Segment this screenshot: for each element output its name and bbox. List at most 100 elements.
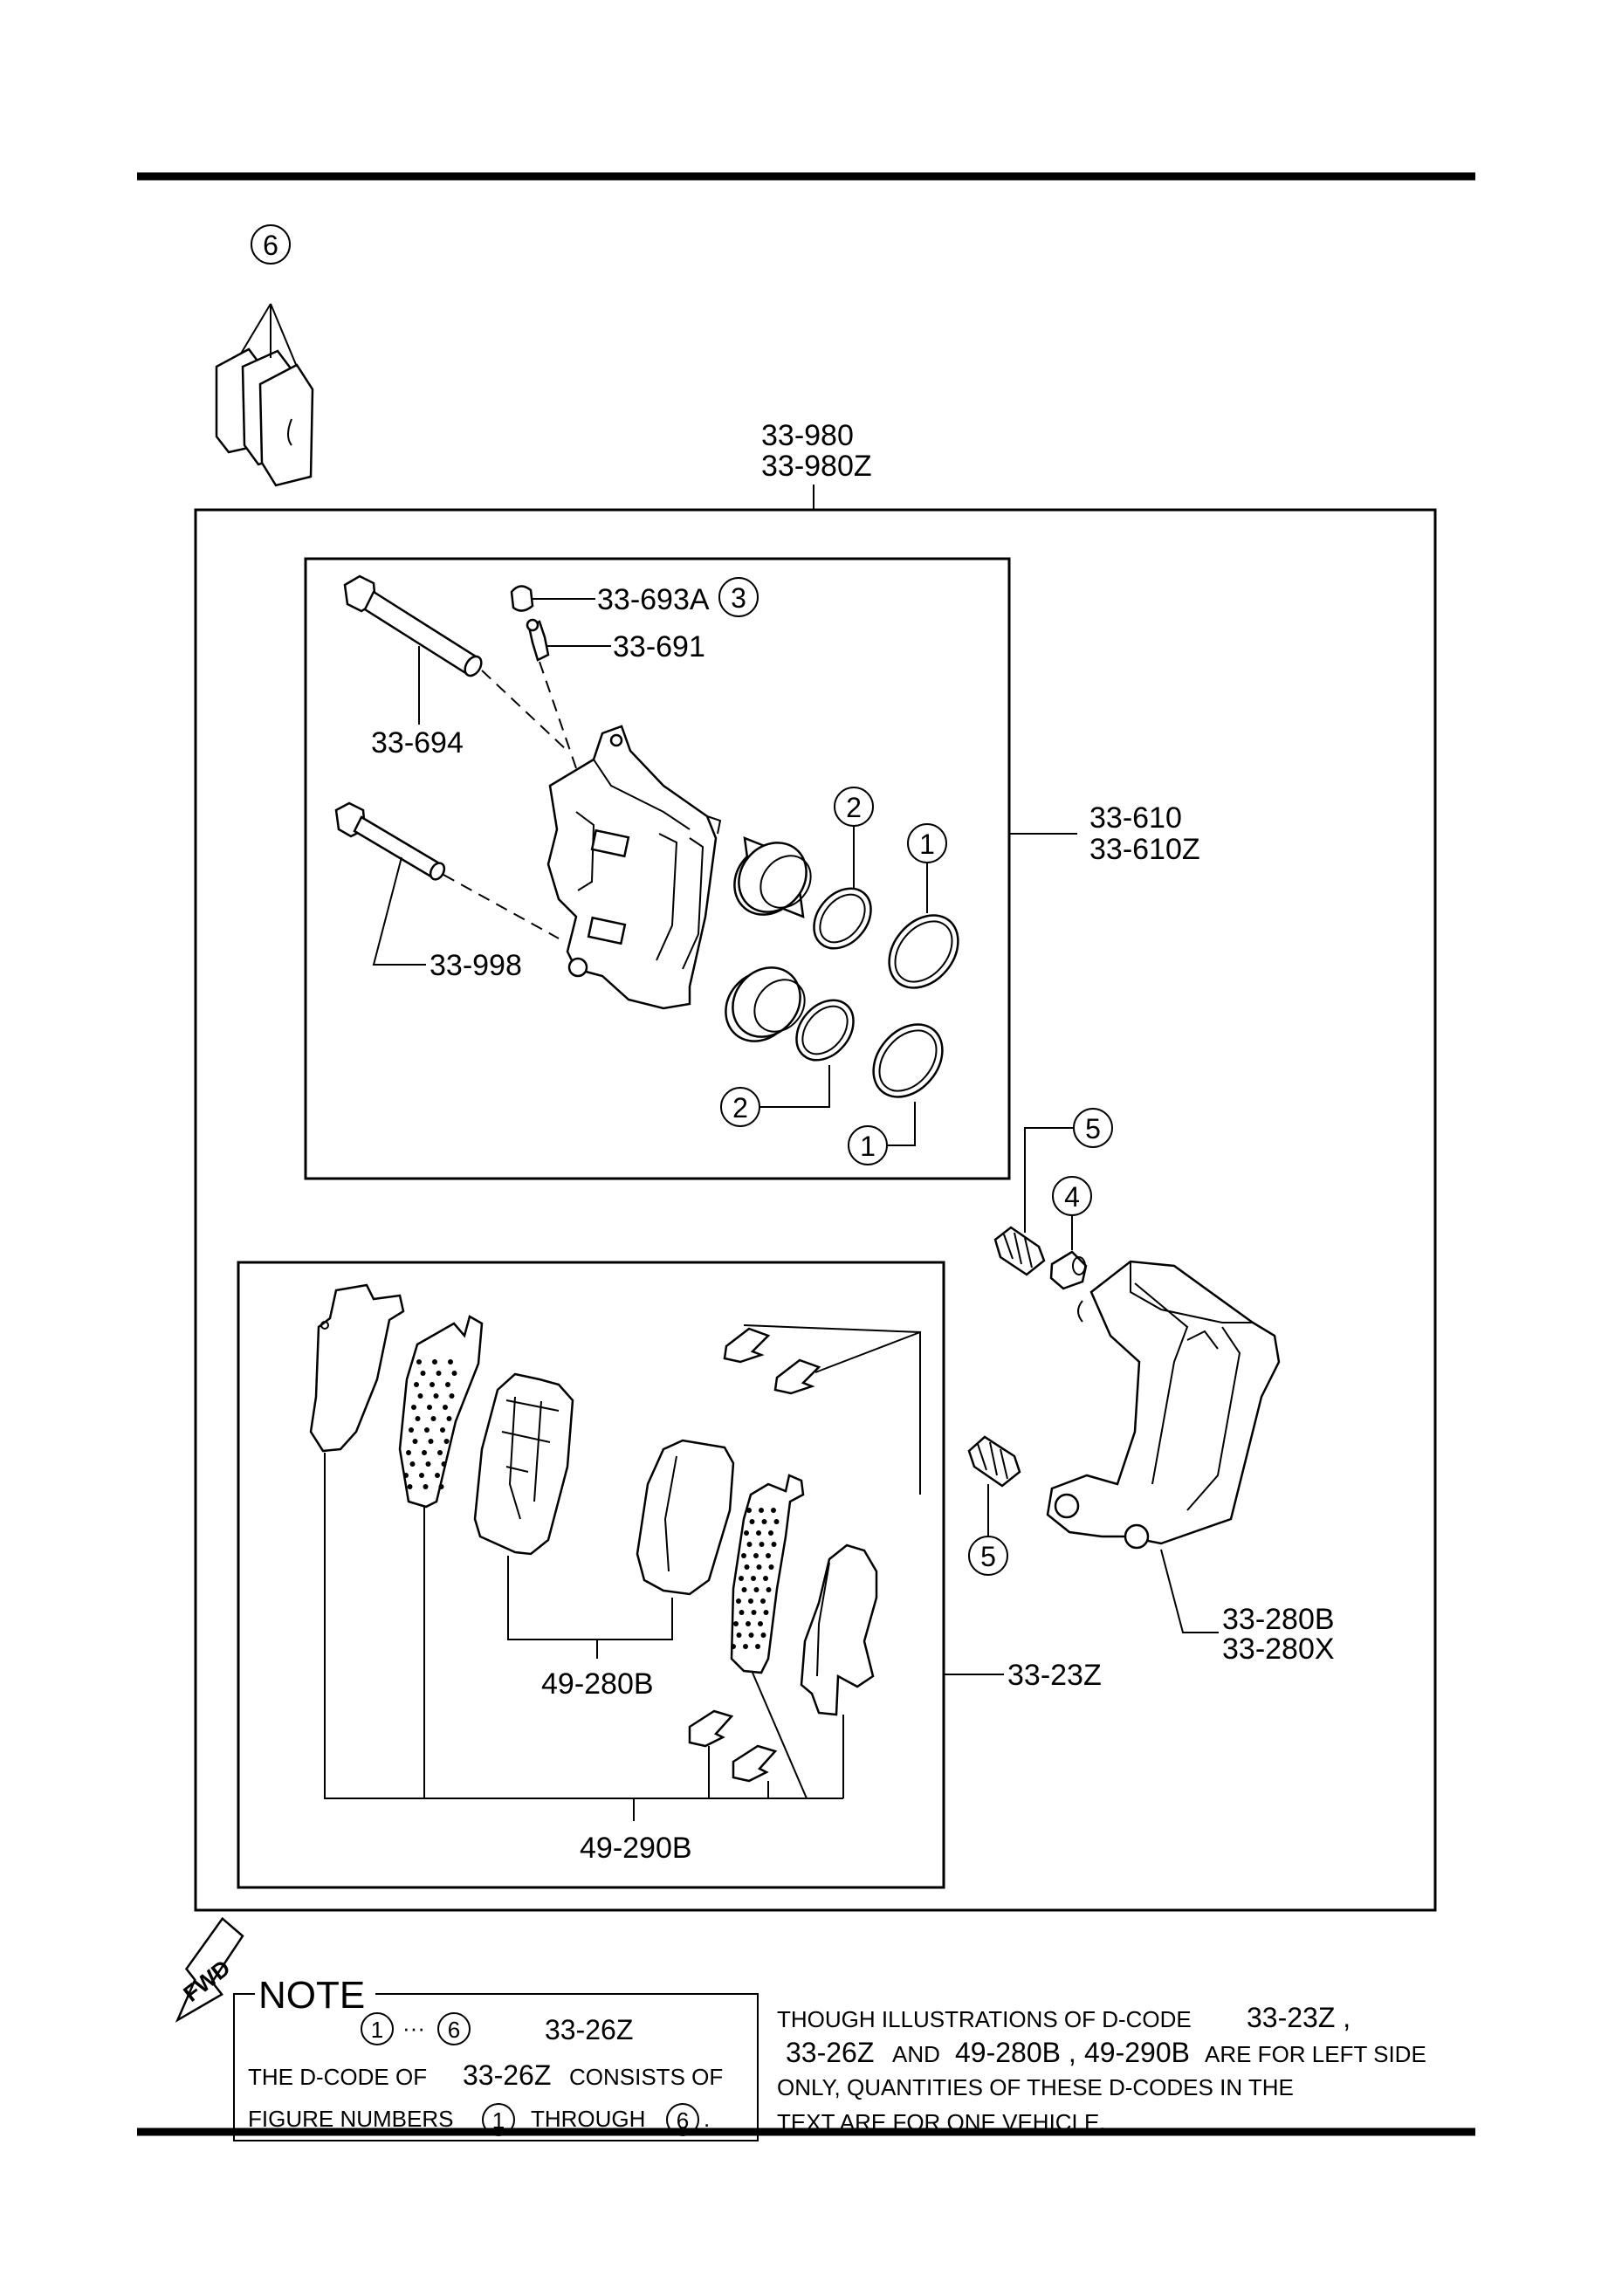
remark-line1-code: 33-23Z , (1247, 2002, 1351, 2033)
shim-dot (433, 1393, 439, 1399)
guide-pin-lower (334, 801, 446, 881)
guide-pin-lower-code: 33-998 (430, 949, 522, 982)
bleeder-screw-code: 33-691 (613, 630, 705, 663)
note-title: NOTE (258, 1974, 365, 2017)
shim-dot (768, 1564, 774, 1570)
caliper-bracket (1046, 1260, 1281, 1550)
piston-upper (733, 836, 812, 918)
bracket-code-1: 33-280B (1222, 1603, 1335, 1636)
assembly-code-2: 33-980Z (761, 450, 872, 483)
note-line3-from: 1 (492, 2107, 505, 2134)
shim-dot (746, 1621, 751, 1626)
shim-dot (416, 1359, 422, 1365)
shim-dot (733, 1621, 739, 1626)
shim-dot (446, 1416, 452, 1421)
shim-dot (766, 1553, 771, 1558)
shim-dot (409, 1427, 414, 1433)
shim-dot (768, 1530, 773, 1536)
shim-dot (771, 1542, 777, 1547)
pad-pair-code: 49-280B (541, 1667, 654, 1701)
shim-dot (412, 1439, 418, 1444)
pad-clip-upper-2 (773, 1358, 821, 1395)
shim-set-code: 49-290B (580, 1832, 692, 1865)
shim-dot (427, 1405, 432, 1410)
pad-outer (473, 1372, 574, 1556)
shim-dot (409, 1461, 416, 1467)
shim-dot (449, 1393, 455, 1399)
shim-dot (739, 1576, 744, 1581)
boot-upper (993, 1226, 1046, 1276)
shim-dot (411, 1405, 416, 1410)
figure-number-2-upper: 2 (846, 792, 862, 823)
shim-dot (773, 1519, 780, 1524)
figure-number-1-lower: 1 (860, 1131, 876, 1162)
seal-lower-small (795, 999, 855, 1062)
shim-dot (751, 1576, 756, 1581)
shim-dot (748, 1633, 754, 1638)
shim-dot (407, 1484, 413, 1489)
note-line3-end: . (704, 2106, 710, 2132)
shim-dot (741, 1587, 747, 1592)
shim-dot (425, 1461, 431, 1467)
anti-squeal-shim-right (730, 1474, 805, 1674)
pad-clip-lower-2 (732, 1744, 778, 1783)
shim-dot (422, 1450, 427, 1455)
figure-number-6-top: 6 (251, 224, 291, 265)
remark-line1-text: THOUGH ILLUSTRATIONS OF D-CODE (777, 2006, 1192, 2032)
pad-inner (636, 1439, 735, 1596)
seal-upper-large (888, 914, 959, 989)
bleeder-screw (526, 618, 550, 662)
bracket-code-2: 33-280X (1222, 1633, 1335, 1666)
anti-squeal-shim-left (398, 1315, 484, 1509)
shim-dot (759, 1542, 765, 1547)
note-line-3: FIGURE NUMBERS 1 THROUGH 6 . (248, 2103, 710, 2136)
figure-number-5-lower: 5 (980, 1541, 996, 1572)
grease-packets (215, 303, 314, 487)
shim-dot (420, 1371, 426, 1376)
fwd-arrow-icon: FWD (175, 1916, 244, 2023)
note-line2-prefix: THE D-CODE OF (248, 2064, 427, 2090)
piston-lower (725, 966, 806, 1042)
shim-outer-right (800, 1543, 878, 1716)
shim-dot (424, 1427, 430, 1433)
shim-dot (445, 1382, 450, 1387)
shim-dot (766, 1587, 772, 1592)
shim-dot (771, 1508, 776, 1513)
bleeder-cap (510, 585, 534, 612)
shim-dot (443, 1405, 448, 1410)
note-line2-suffix: CONSISTS OF (569, 2064, 723, 2090)
shim-dot (760, 1598, 766, 1604)
remark-line3: ONLY, QUANTITIES OF THESE D-CODES IN THE (777, 2074, 1294, 2100)
figure-number-2-lower: 2 (732, 1092, 748, 1124)
seal-lower-large (872, 1023, 944, 1098)
shim-outer-left (309, 1283, 405, 1453)
shim-dot (763, 1576, 768, 1581)
shim-dot (755, 1644, 760, 1649)
shim-dot (423, 1484, 429, 1489)
shim-dot (743, 1644, 748, 1649)
shim-dot (443, 1439, 450, 1444)
shim-dot (758, 1621, 763, 1626)
shim-dot (741, 1553, 746, 1558)
shim-dot (756, 1564, 762, 1570)
remark-line4: TEXT ARE FOR ONE VEHICLE. (777, 2109, 1106, 2135)
note-range-end: 6 (448, 2017, 460, 2043)
shim-dot (438, 1484, 444, 1489)
boot-lower (967, 1435, 1021, 1488)
note-line3-prefix: FIGURE NUMBERS (248, 2106, 453, 2132)
shim-dot (430, 1416, 436, 1421)
assembly-box (194, 508, 1437, 1912)
shim-dot (417, 1393, 423, 1399)
remark-line2-code-a: 33-26Z (786, 2037, 874, 2068)
note-line3-middle: THROUGH (531, 2106, 645, 2132)
guide-pin-upper-code: 33-694 (371, 726, 464, 760)
note-line2-code: 33-26Z (463, 2059, 551, 2091)
shim-dot (756, 1530, 761, 1536)
remark-text: THOUGH ILLUSTRATIONS OF D-CODE 33-23Z , … (777, 2002, 1426, 2135)
shim-dot (428, 1439, 434, 1444)
note-range-row: 1 ··· 6 33-26Z (361, 2012, 633, 2045)
note-range-dots: ··· (402, 2015, 425, 2041)
shim-dot (753, 1553, 759, 1558)
shim-dot (437, 1450, 443, 1455)
